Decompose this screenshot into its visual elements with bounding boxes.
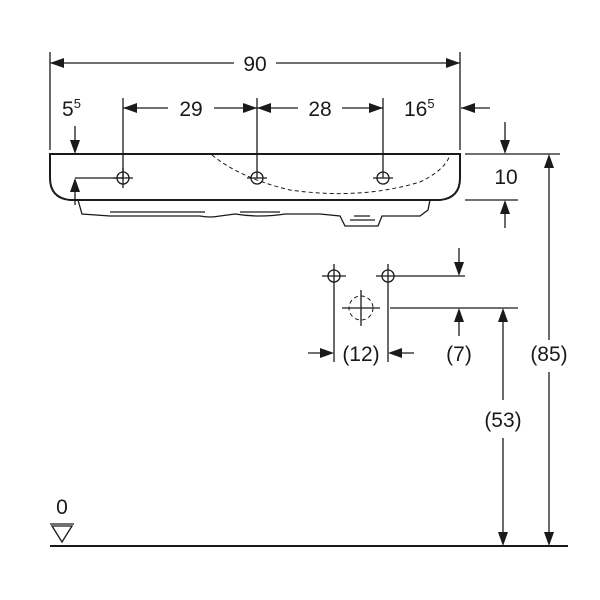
width-dimension: 90 [49,52,461,150]
spacing-28-label: 28 [308,98,331,121]
valve-right-symbol [376,264,400,288]
valve-left-symbol [322,264,346,288]
total-width-label: 90 [243,53,266,76]
wall-connections: (7) (12) [308,248,518,366]
basin-underside [77,199,431,227]
waste-connection-symbol [342,290,380,326]
arrow-right [446,58,460,68]
right-offset-label: 165 [404,96,435,121]
floor-level-label: 0 [56,496,68,519]
waste-outlet [350,215,375,221]
thickness-dimension: 10 [465,122,560,228]
thickness-label: 10 [494,166,517,189]
spacing-29-label: 29 [179,98,202,121]
valve-spacing-label: (12) [342,343,379,366]
tap-hole-center [247,171,267,185]
basin-outline [49,153,461,201]
basin [49,153,461,227]
hole-spacing-dimensions: 29 28 165 55 [62,96,490,205]
floor: 0 [50,496,568,547]
floor-level-symbol [50,525,74,544]
valve-height-label: (7) [446,343,472,366]
tap-hole-left [113,168,133,188]
left-offset-arrow-up [70,178,80,192]
arrow-left [50,58,64,68]
left-offset-arrow-down [70,140,80,154]
left-offset-label: 55 [62,96,81,121]
overall-height-label: (85) [530,343,567,366]
overall-height-dimension: (85) [530,154,568,546]
tap-hole-right [373,171,393,185]
waste-height-label: (53) [484,409,521,432]
waste-height-dimension: (53) [484,308,522,546]
bowl-hidden-line [211,154,451,195]
